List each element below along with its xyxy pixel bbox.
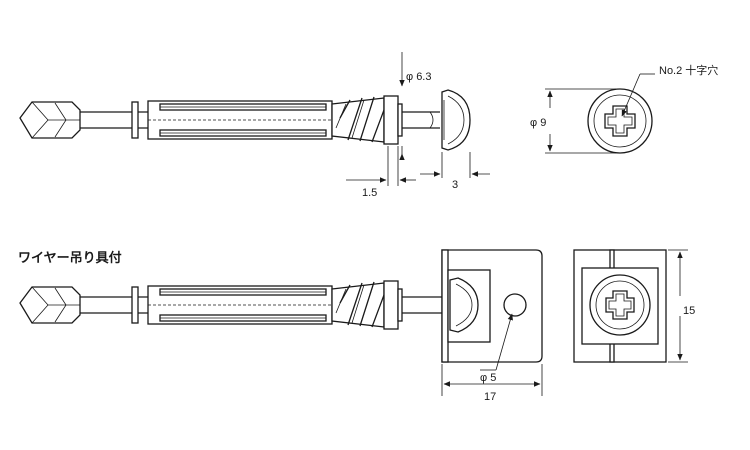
wire-hanger-bracket-end: 15	[573, 249, 695, 363]
anchor-side-view-top: φ 6.3 1.5 3	[19, 52, 490, 199]
screw-head	[441, 89, 471, 151]
dim-end-dia-label: φ 9	[530, 117, 546, 129]
phillips-recess-icon	[604, 105, 636, 137]
anchor-end-view-top: No.2 十字穴 φ 9	[530, 63, 718, 154]
slotted-sleeve	[147, 100, 333, 140]
dim-head-len-label: 3	[452, 179, 458, 191]
hanger-title: ワイヤー吊り具付	[18, 250, 122, 266]
dim-head-len: 3	[420, 152, 490, 191]
dim-width-label: 17	[484, 391, 496, 403]
dim-hole-label: φ 5	[480, 372, 496, 384]
recess-callout: No.2 十字穴	[659, 63, 718, 77]
washer	[383, 95, 399, 145]
screw-thread	[331, 96, 385, 143]
anchor-side-view-bottom	[19, 280, 442, 330]
phillips-recess-icon-bottom	[605, 290, 635, 320]
dim-height-label: 15	[683, 305, 695, 317]
slotted-sleeve-bottom	[147, 285, 333, 325]
dim-head-dia: φ 6.3	[399, 52, 431, 160]
drill-tip-bottom	[19, 286, 81, 324]
wire-hanger-bracket-side: φ 5 17	[441, 249, 543, 403]
dim-head-dia-label: φ 6.3	[406, 71, 431, 83]
dim-step-label: 1.5	[362, 187, 377, 199]
screw-thread-bottom	[331, 281, 385, 328]
hanger-hole	[503, 293, 527, 317]
dim-step: 1.5	[346, 146, 416, 199]
drill-tip	[19, 101, 81, 139]
collar-ring	[131, 101, 139, 139]
